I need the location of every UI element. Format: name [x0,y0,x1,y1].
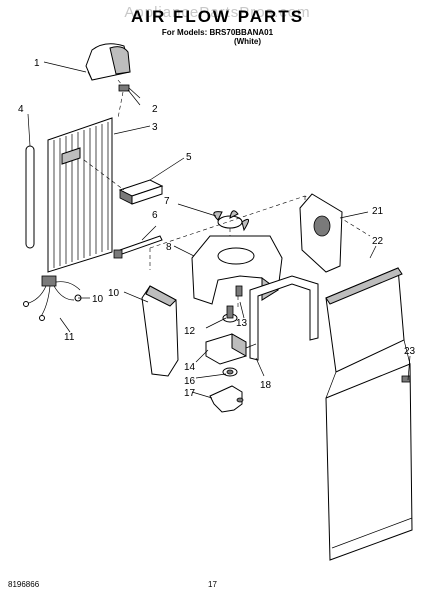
part-21-motor-shaft [235,285,243,297]
part-2-motor-bracket [209,385,244,413]
callout-13: 18 [260,380,272,391]
color-line: (White) [233,37,262,46]
part-14-heater-rod [113,235,163,259]
callout-1: 8 [166,242,172,253]
part-23-side-duct [141,285,179,377]
part-10-grommet-top [222,305,238,323]
part-17-lower-panel [325,339,413,561]
callout-23: 10 [108,288,120,299]
part-16-gasket-strip [25,145,35,249]
part-1-fan-shroud [191,235,283,305]
page-number: 17 [208,580,217,589]
callout-10-bottom: 16 [184,376,196,387]
callout-18: 23 [404,346,416,357]
part-10-grommet-bottom [222,367,238,377]
page-title: AIR FLOW PARTS [130,7,305,26]
callout-21: 13 [236,318,248,329]
part-3-duct-cap [85,43,131,81]
part-8-fan-blade [213,210,249,232]
callout-7: 14 [184,362,196,373]
callout-2: 17 [184,388,196,399]
callout-16: 4 [18,104,24,115]
callout-4: 2 [152,104,158,115]
part-17-rear-cover [325,267,405,373]
part-18-screw [401,375,411,383]
callout-14: 6 [152,210,158,221]
part-4-screw [118,84,141,99]
part-7-fan-motor [205,333,257,365]
part-22-air-diverter [299,193,343,273]
callout-22: 21 [372,206,384,217]
callout-10-top: 12 [184,326,196,337]
callout-17: 22 [372,236,384,247]
callout-3: 1 [34,58,40,69]
callout-12: 10 [92,294,104,305]
models-line: For Models: BRS70BBANA01 [161,28,274,37]
callout-5: 3 [152,122,158,133]
callout-labels: 1 2 3 4 5 6 7 8 10 10 11 12 13 14 16 17 … [18,58,416,399]
callout-6: 11 [64,332,75,343]
callout-8: 7 [164,196,170,207]
callout-11: 5 [186,152,192,163]
document-number: 8196866 [8,580,40,589]
part-5-evaporator-cover [47,117,113,273]
watermark-text: AppliancePartsPros.com [124,4,311,21]
part-11-damper-control [118,179,164,205]
part-13-gasket-frame [249,275,319,361]
leader-lines [27,61,411,399]
part-12-wire-harness [23,275,82,321]
